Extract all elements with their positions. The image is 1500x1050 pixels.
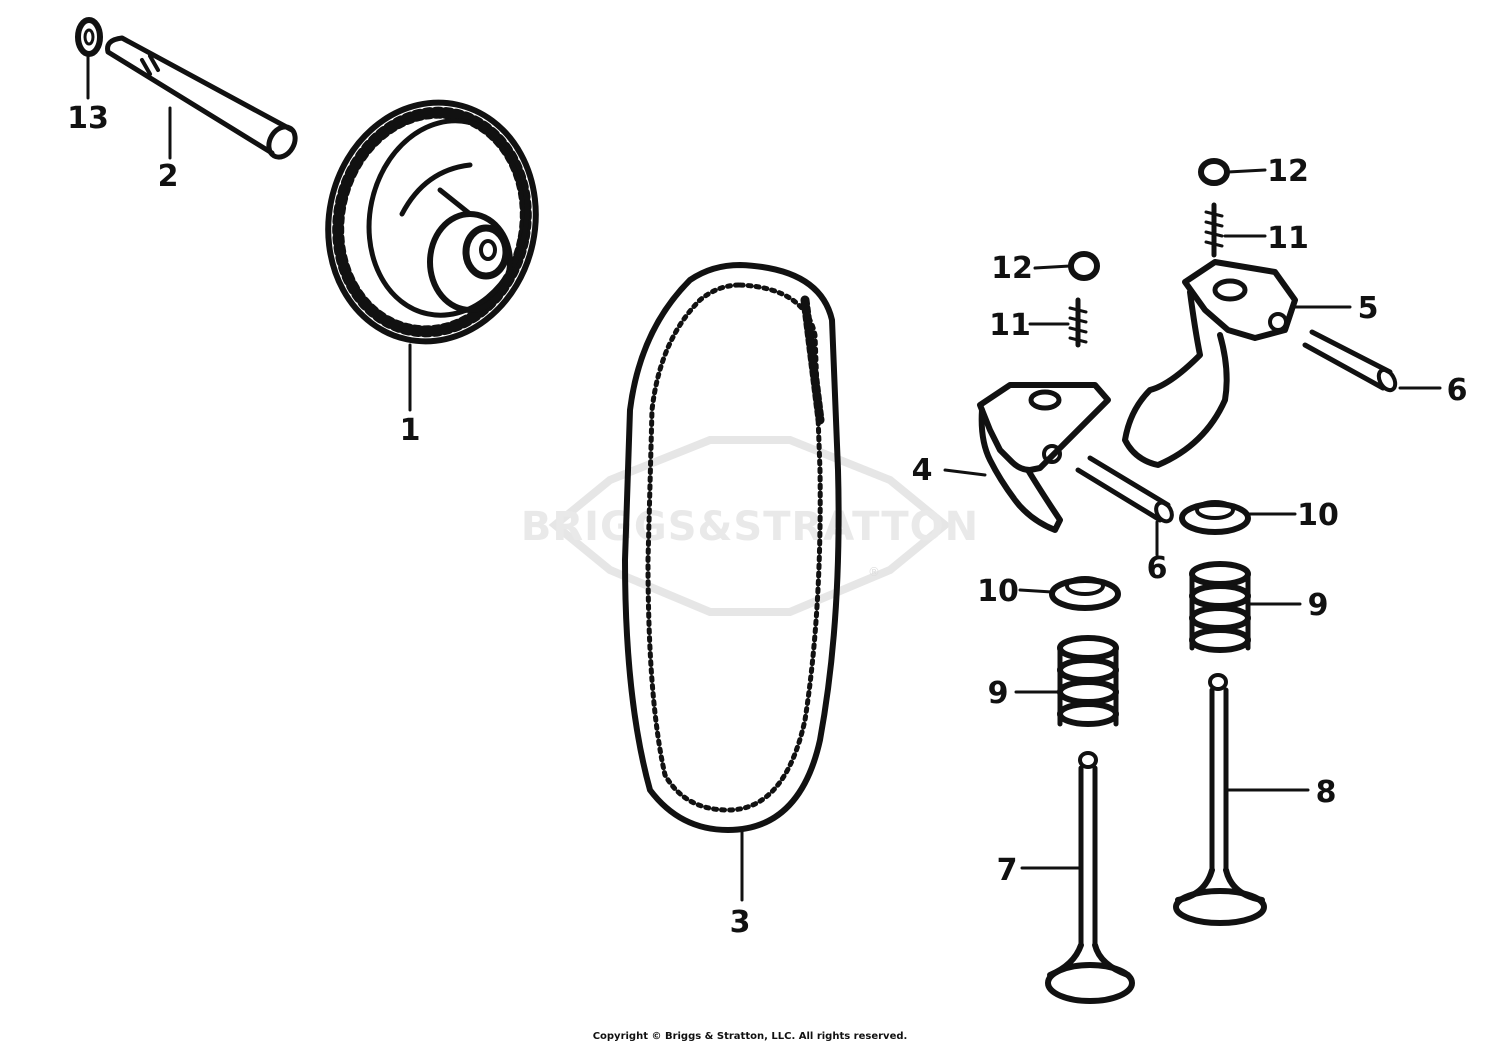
part-pivot-pin-front — [1075, 455, 1174, 524]
callout-13: 13 — [67, 101, 109, 136]
part-valve-retainer-right — [1179, 500, 1251, 535]
callout-2: 2 — [158, 159, 179, 194]
callout-7: 7 — [997, 853, 1018, 888]
callout-4: 4 — [912, 453, 933, 488]
part-rocker-arm-front — [977, 382, 1111, 533]
part-spring-pin-left — [1068, 297, 1088, 348]
callout-8: 8 — [1316, 775, 1337, 810]
part-valve-retainer-left — [1049, 576, 1121, 611]
part-rocker-arm-rear — [1122, 259, 1298, 468]
leader-10a — [1018, 588, 1054, 594]
callout-9-right: 9 — [1308, 588, 1329, 623]
callout-10-left: 10 — [977, 574, 1019, 609]
part-valve-spring-left — [1057, 635, 1119, 727]
part-nut-left — [1068, 251, 1100, 281]
copyright-notice: Copyright © Briggs & Stratton, LLC. All … — [592, 1031, 908, 1042]
callout-10-right: 10 — [1297, 498, 1339, 533]
leader-12a — [1033, 264, 1072, 270]
part-washer — [75, 17, 103, 57]
callout-6-front: 6 — [1147, 551, 1168, 586]
watermark-text: BRIGGS&STRATTON — [521, 504, 979, 550]
callout-labels: 13 2 1 3 4 5 6 6 12 11 12 11 10 10 9 9 8… — [67, 101, 1467, 940]
leader-12b — [1226, 168, 1267, 174]
callout-9-left: 9 — [988, 676, 1009, 711]
leader-lines — [86, 54, 1442, 902]
callout-12-right: 12 — [1267, 154, 1309, 189]
callout-11-left: 11 — [989, 308, 1031, 343]
part-timing-belt — [622, 262, 842, 833]
part-valve-left — [1045, 751, 1135, 1004]
part-nut-right — [1198, 158, 1230, 186]
callout-12-left: 12 — [991, 251, 1033, 286]
watermark-registered-mark: ® — [868, 565, 880, 579]
callout-1: 1 — [400, 413, 421, 448]
part-valve-spring-right — [1189, 561, 1251, 653]
callout-6-rear: 6 — [1447, 373, 1468, 408]
watermark: BRIGGS&STRATTON ® — [521, 436, 979, 616]
part-toothed-pulley — [325, 99, 539, 345]
callout-11-right: 11 — [1267, 221, 1309, 256]
part-spring-pin-right — [1204, 202, 1224, 258]
leader-4 — [943, 468, 987, 477]
part-pivot-pin-rear — [1302, 329, 1398, 393]
callout-3: 3 — [730, 905, 751, 940]
part-valve-right — [1173, 673, 1267, 926]
callout-5: 5 — [1358, 291, 1379, 326]
part-shaft — [105, 35, 298, 160]
